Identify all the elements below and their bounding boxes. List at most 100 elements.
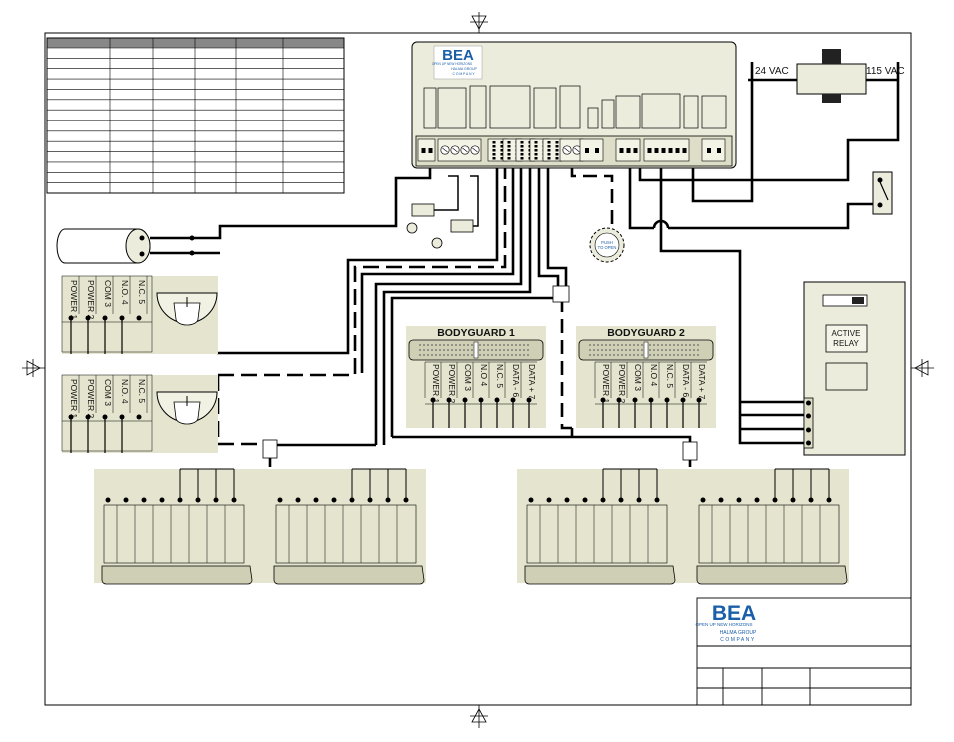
controller-pin (520, 145, 524, 148)
sensor-terminal-label: COM 3 (103, 280, 113, 307)
controller-pin (555, 149, 559, 152)
wires (150, 62, 900, 467)
title-block-tagline: OPEN UP NEW HORIZONS (696, 622, 753, 627)
lock-cylinder (56, 228, 195, 264)
door-sensor-units (94, 468, 849, 585)
bodyguard-terminal-label: DATA - 6 (511, 364, 521, 397)
controller-pin (507, 149, 511, 152)
controller-pin (668, 148, 673, 153)
controller-pin (534, 149, 538, 152)
title-block (696, 597, 912, 706)
wire-table (46, 37, 345, 194)
controller-tagline: OPEN UP NEW HORIZONS (432, 62, 472, 66)
sheet-border (44, 32, 912, 706)
controller-pin (619, 148, 624, 153)
controller-pin (547, 149, 551, 152)
bodyguard-terminal-label: N.O 4 (479, 364, 489, 386)
controller-pin (534, 145, 538, 148)
transformer: 24 VAC 115 VAC (755, 49, 905, 103)
controller-pin (520, 153, 524, 156)
bodyguard-terminal-label: POWER 1 (601, 364, 611, 403)
sensor-terminal-label: POWER 2 (86, 280, 96, 319)
door-unit-terminal-dot (528, 497, 534, 503)
inline-connectors (262, 285, 698, 461)
door-unit-terminal-dot (718, 497, 724, 503)
sensor-terminal-label: POWER 2 (86, 379, 96, 418)
door-unit-housing (101, 565, 253, 585)
sensor-terminal-label: POWER 1 (69, 379, 79, 418)
controller-pin (547, 141, 551, 144)
door-unit-terminal-dot (582, 497, 588, 503)
door-unit-terminal-dot (141, 497, 147, 503)
door-unit-terminal-dot (546, 497, 552, 503)
bodyguard-terminal-label: COM 3 (463, 364, 473, 391)
relay-label-line1: ACTIVE (832, 329, 861, 338)
controller-logo: BEA (442, 47, 474, 64)
controller-pin (507, 157, 511, 160)
lock-connectors (406, 175, 479, 249)
controller-pin (492, 141, 496, 144)
controller-pin (633, 148, 638, 153)
controller-pin (520, 149, 524, 152)
controller-pin (507, 141, 511, 144)
controller-pin (547, 145, 551, 148)
bodyguard-terminal-label: N.C. 5 (495, 364, 505, 388)
door-unit-2 (517, 468, 849, 585)
door-unit-housing (696, 565, 848, 585)
sensor-terminal-dot (136, 315, 142, 321)
door-unit-terminal-dot (295, 497, 301, 503)
controller-pin (520, 141, 524, 144)
controller-pin (717, 148, 721, 153)
controller-pin (585, 148, 589, 153)
bodyguard-terminal-label: COM 3 (633, 364, 643, 391)
bodyguard-title: BODYGUARD 1 (437, 327, 515, 339)
sensor-terminal-label: N.O. 4 (120, 379, 130, 404)
door-unit-terminal-dot (159, 497, 165, 503)
controller-pin (421, 148, 426, 153)
controller-company: COMPANY (452, 72, 475, 76)
controller-pin (500, 141, 504, 144)
title-block-logo: BEA OPEN UP NEW HORIZONS HALMA GROUP COM… (696, 602, 757, 643)
controller-pin (654, 148, 659, 153)
sensor-terminal-label: N.C. 5 (137, 379, 147, 403)
push-button-line1: PUSH (601, 240, 613, 245)
controller-pin (675, 148, 680, 153)
door-unit-terminal-dot (564, 497, 570, 503)
controller-pin (492, 157, 496, 160)
controller-pin (595, 148, 599, 153)
bodyguard-title: BODYGUARD 2 (607, 327, 685, 339)
controller-pin (682, 148, 687, 153)
controller-pin (534, 153, 538, 156)
controller-pin (626, 148, 631, 153)
controller-pin (707, 148, 711, 153)
controller-pin (647, 148, 652, 153)
controller-pin (500, 153, 504, 156)
push-to-open-button: PUSH TO OPEN (589, 227, 625, 263)
controller-pin (492, 153, 496, 156)
controller-pin (500, 149, 504, 152)
controller-pin (428, 148, 433, 153)
sensor-terminal-label: N.C. 5 (137, 280, 147, 304)
controller-pin (492, 145, 496, 148)
bodyguard-terminal-label: DATA + 7 (527, 364, 537, 400)
door-unit-terminal-dot (736, 497, 742, 503)
key-switch (872, 171, 893, 215)
door-unit-housing (524, 565, 676, 585)
controller-unit: BEA OPEN UP NEW HORIZONS HALMA GROUP COM… (411, 41, 737, 169)
title-block-company: COMPANY (720, 637, 755, 643)
controller-group: HALMA GROUP (451, 67, 477, 71)
controller-pin (534, 157, 538, 160)
controller-pin (555, 145, 559, 148)
controller-pin (661, 148, 666, 153)
sensor-terminal-dot (136, 414, 142, 420)
controller-terminal-block (701, 138, 726, 162)
controller-pin (520, 157, 524, 160)
controller-pin (547, 157, 551, 160)
door-unit-terminal-dot (105, 497, 111, 503)
